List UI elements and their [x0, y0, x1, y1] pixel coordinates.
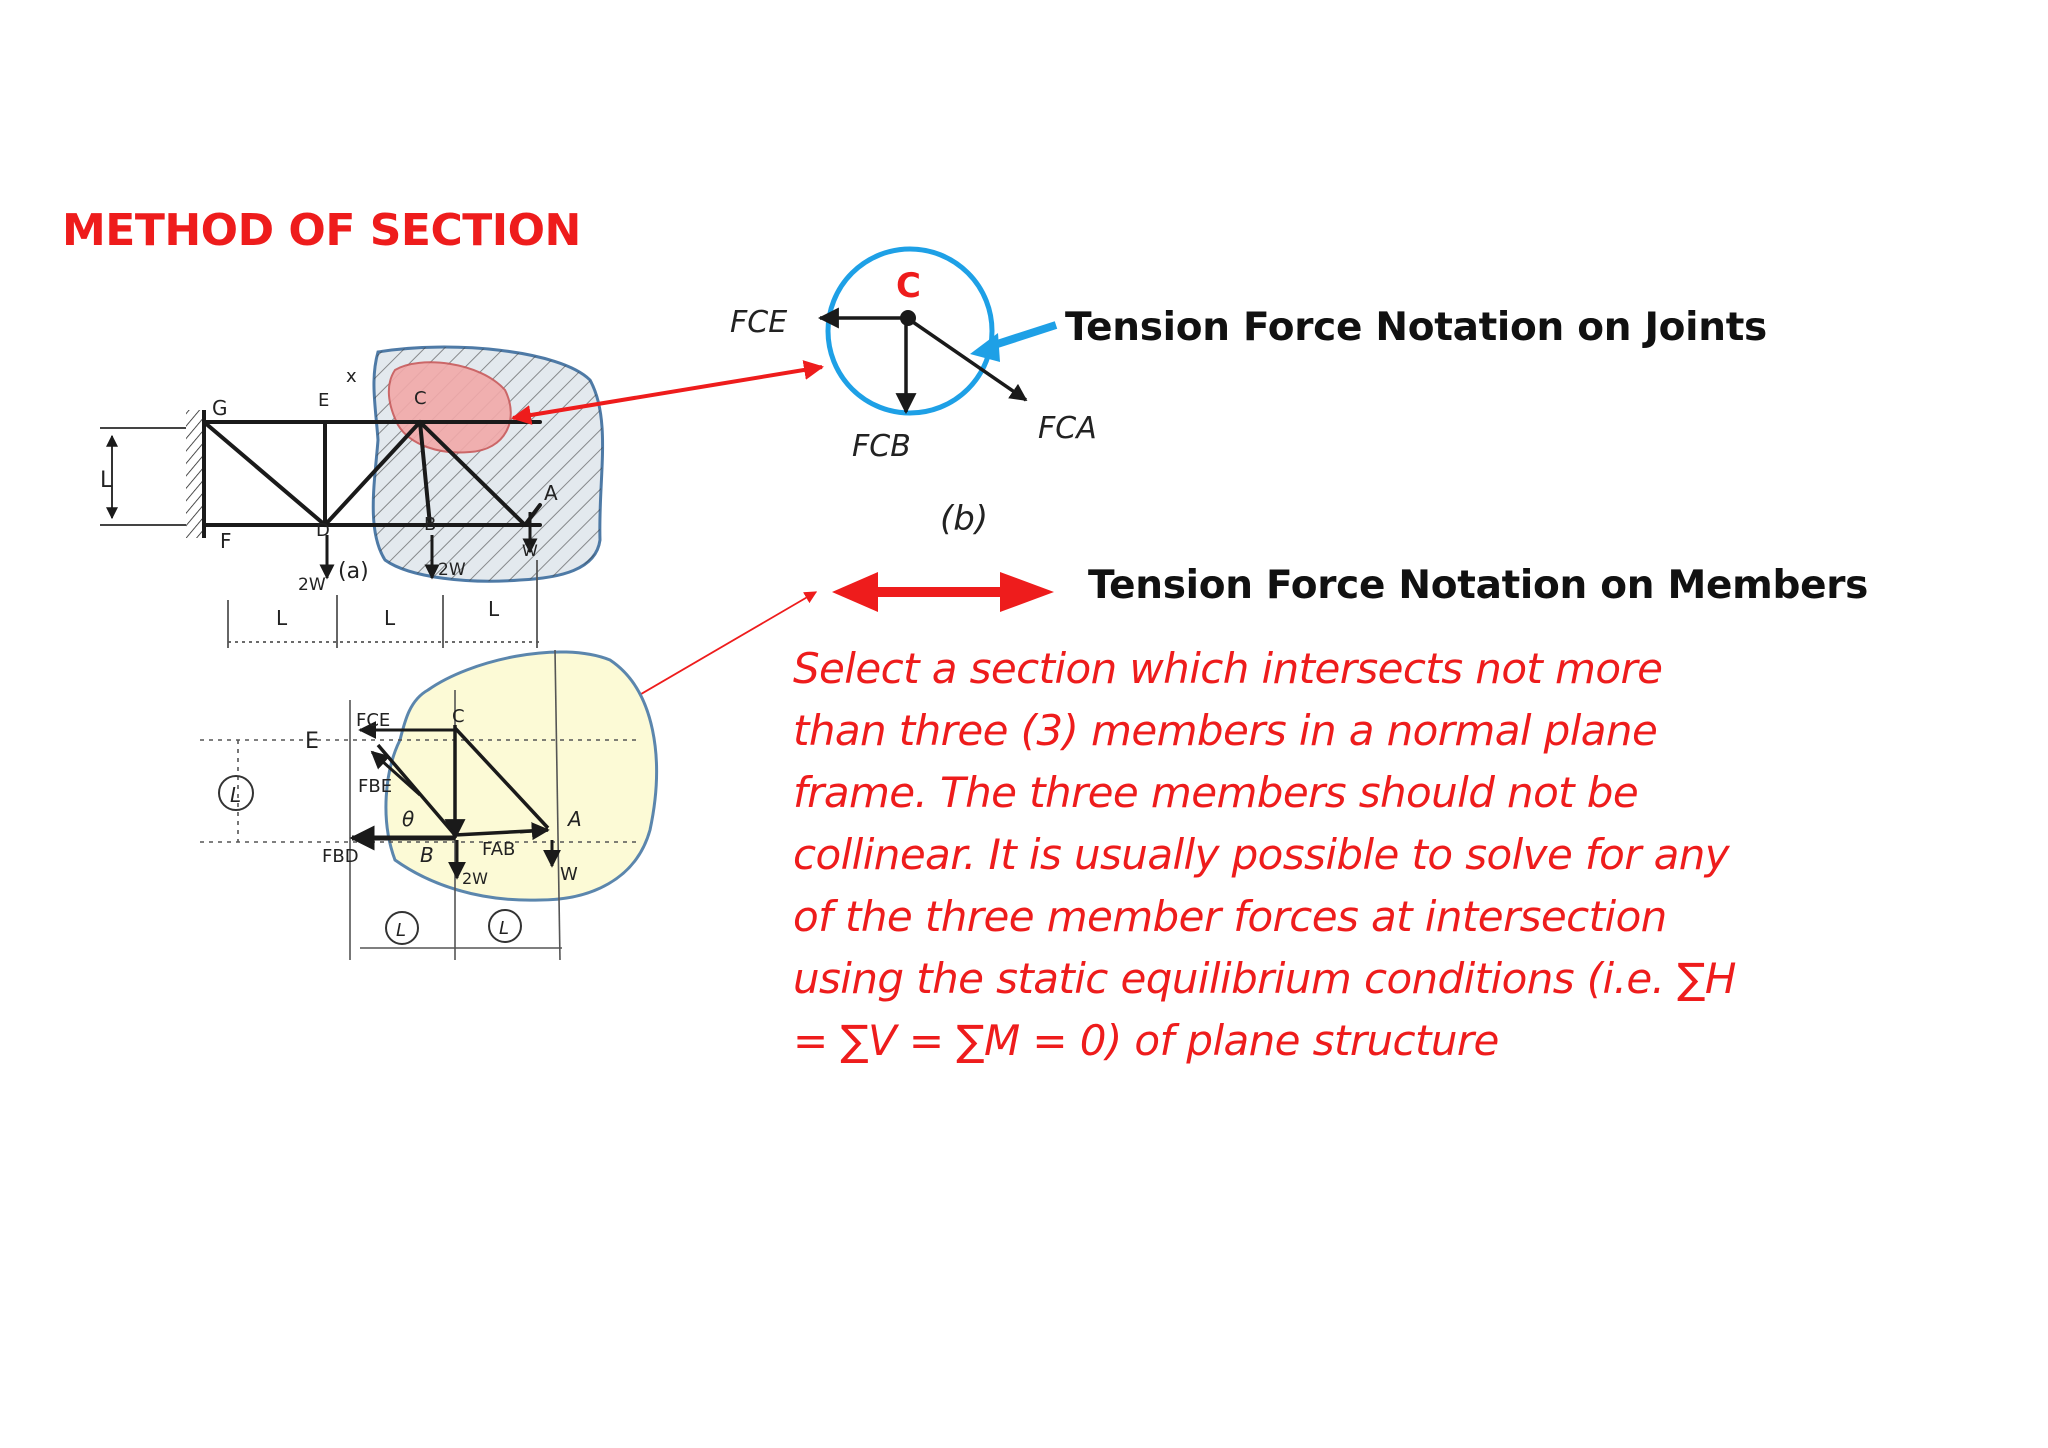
- callout-members: Tension Force Notation on Members: [1088, 563, 1869, 608]
- fb-force-fbe-label: FBE: [358, 776, 392, 797]
- caption-b: (b): [940, 499, 988, 539]
- fb-force-fce-label: FCE: [356, 710, 390, 731]
- dim-span-1-label: L: [396, 920, 406, 941]
- node-e-label: E: [318, 390, 329, 411]
- fb-load-b-label: 2W: [462, 869, 488, 888]
- height-label: L: [100, 468, 113, 493]
- fb-load-a-label: W: [560, 864, 578, 885]
- span-label-1: L: [276, 606, 288, 630]
- force-fce-label: FCE: [730, 305, 787, 340]
- fb-force-fbd-label: FBD: [322, 846, 359, 867]
- node-d-label: D: [316, 520, 330, 541]
- dim-vertical-label: L: [230, 783, 241, 807]
- fb-force-fab-label: FAB: [482, 839, 515, 860]
- callout-joints: Tension Force Notation on Joints: [1065, 305, 1767, 350]
- force-fcb-label: FCB: [852, 429, 911, 464]
- truss-sketch-a: L G E C x F D B A 2W 2W W (a): [100, 345, 605, 648]
- node-c-label: C: [414, 388, 427, 409]
- load-label-a: W: [522, 541, 538, 560]
- joint-c-label: C: [896, 266, 921, 306]
- joint-c-diagram: C FCE FCB FCA (b): [730, 246, 1097, 539]
- node-g-label: G: [212, 396, 228, 420]
- section-mark: x: [346, 366, 357, 387]
- load-label-d: 2W: [298, 575, 326, 595]
- span-label-3: L: [488, 597, 500, 621]
- slide-title: METHOD OF SECTION: [62, 205, 581, 256]
- fb-node-a-label: A: [566, 807, 582, 831]
- fb-node-e-label: E: [305, 729, 319, 754]
- node-a-label: A: [544, 481, 558, 505]
- fixed-wall: [186, 410, 204, 538]
- fb-node-b-label: B: [420, 843, 434, 867]
- method-description: Select a section which intersects not mo…: [793, 644, 1736, 1065]
- dim-span-2-label: L: [499, 918, 509, 939]
- fb-node-c-label: C: [452, 706, 465, 727]
- node-f-label: F: [220, 529, 232, 553]
- span-label-2: L: [384, 606, 396, 630]
- member-tension-arrow: [832, 572, 1054, 612]
- caption-a: (a): [338, 559, 369, 584]
- fb-angle-label: θ: [402, 807, 414, 831]
- free-body-sketch: L L L E C B A FCE FBE FBD FAB θ 2W W: [200, 649, 658, 961]
- node-b-label: B: [424, 514, 436, 535]
- force-fca-label: FCA: [1038, 411, 1097, 446]
- joint-pointer-arrow: [511, 360, 824, 425]
- load-label-b: 2W: [438, 560, 466, 580]
